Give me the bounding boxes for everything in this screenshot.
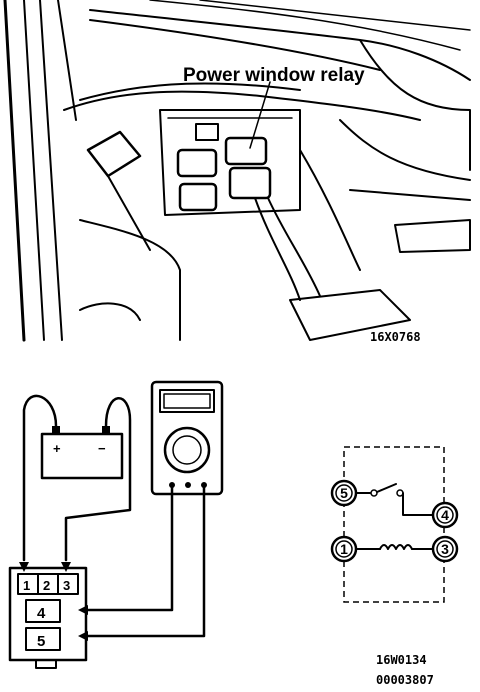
schematic-terminal-4: 4 [441, 507, 449, 523]
relay-terminal-4: 4 [37, 605, 46, 622]
multimeter-display [159, 389, 215, 413]
schematic-terminal-1: 1 [340, 541, 348, 557]
top-figure-code: 16X0768 [370, 330, 421, 344]
battery [40, 432, 124, 480]
test-setup [8, 380, 224, 669]
battery-minus: − [98, 441, 106, 456]
document-code: 00003807 [376, 673, 434, 687]
battery-post-positive [52, 426, 60, 434]
relay-terminal-5: 5 [37, 633, 45, 650]
relay-schematic [330, 446, 459, 603]
relay-terminal-3: 3 [63, 578, 70, 593]
relay-callout-label: Power window relay [183, 65, 365, 86]
battery-post-negative [102, 426, 110, 434]
multimeter-dial [163, 426, 211, 474]
schematic-terminal-3: 3 [441, 541, 449, 557]
multimeter [150, 380, 224, 496]
relay-block [8, 566, 88, 662]
dashboard-illustration [3, 0, 471, 342]
battery-plus: + [53, 441, 61, 456]
relay-terminal-1: 1 [23, 578, 30, 593]
bottom-figure-code: 16W0134 [376, 653, 427, 667]
relay-terminal-2: 2 [43, 578, 50, 593]
schematic-terminal-5: 5 [340, 485, 348, 501]
